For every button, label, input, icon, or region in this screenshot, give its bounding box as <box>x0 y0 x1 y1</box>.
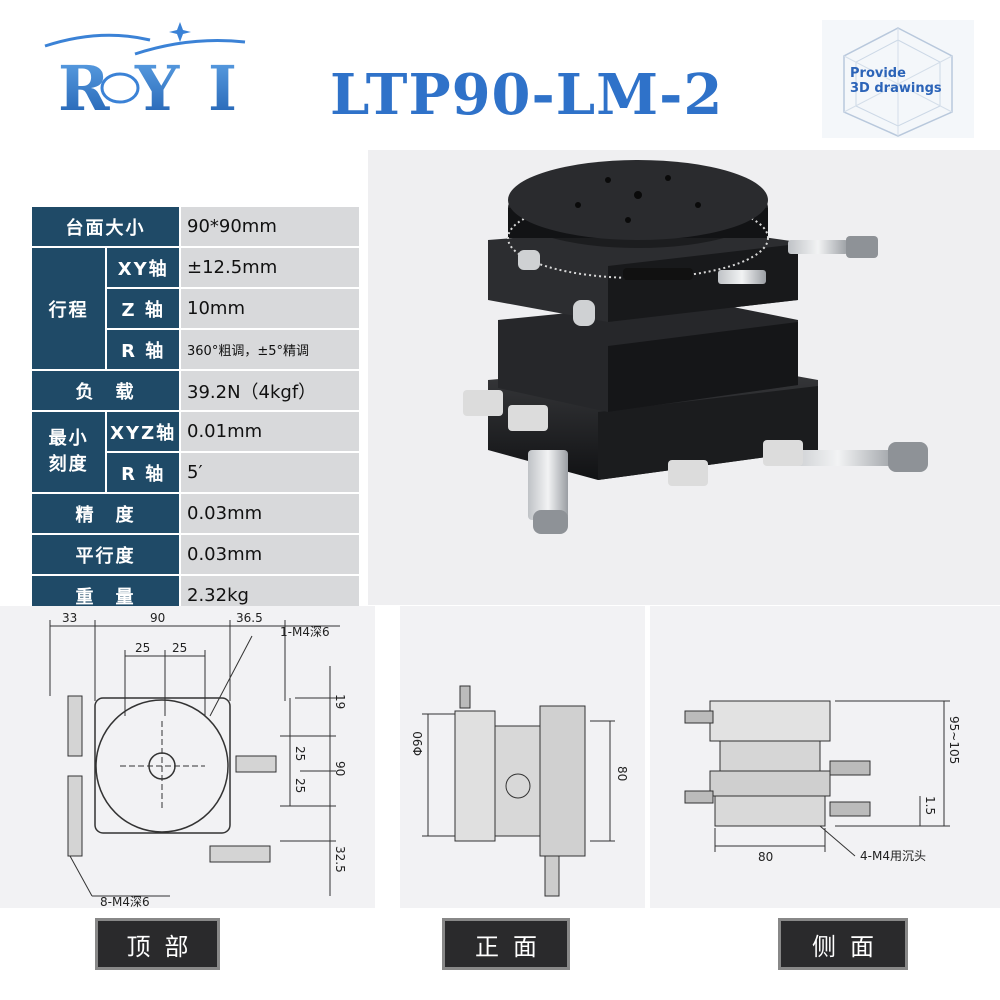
spec-sublabel: XY轴 <box>105 246 181 289</box>
spec-sublabel: R 轴 <box>105 451 181 494</box>
spec-value: 0.01mm <box>179 410 361 453</box>
provide-3d-drawings-badge[interactable]: Provide 3D drawings <box>822 20 974 138</box>
front-view-drawing: Φ90 80 <box>411 685 629 897</box>
side-view-drawing: 95~105 1.5 80 4-M4用沉头 <box>684 700 961 864</box>
logo-letter-i: I <box>208 52 237 125</box>
spec-row-xyz-scale: 最小 刻度 XYZ轴 0.01mm <box>29 410 361 494</box>
dim-25-left: 25 <box>135 641 150 655</box>
product-photo <box>368 150 1000 605</box>
spec-label: 负 载 <box>30 369 181 412</box>
dim-25-upper: 25 <box>293 746 307 761</box>
dim-25-lower: 25 <box>293 778 307 793</box>
spec-label: 精 度 <box>30 492 181 535</box>
dim-32-5: 32.5 <box>333 846 347 873</box>
dim-80-side: 80 <box>758 850 773 864</box>
top-view-drawing: 33 90 36.5 25 25 1-M4深6 19 25 25 90 32.5… <box>49 611 347 909</box>
hexagon-cube-icon <box>843 27 953 137</box>
xyzr-stage-illustration <box>463 160 928 534</box>
spec-value: ±12.5mm <box>179 246 361 289</box>
spec-row-r-scale: R 轴 5′ <box>31 451 361 494</box>
spec-value: 10mm <box>179 287 361 330</box>
spec-label: 平行度 <box>30 533 181 576</box>
ryi-logo: R Y I <box>44 22 246 125</box>
dim-80: 80 <box>615 766 629 781</box>
spec-row-parallelism: 平行度 0.03mm <box>30 533 361 576</box>
drawing-side-view: 95~105 1.5 80 4-M4用沉头 <box>650 606 1000 908</box>
dim-95-105: 95~105 <box>947 716 961 764</box>
badge-line-1: Provide <box>850 66 906 81</box>
badge-line-2: 3D drawings <box>850 81 942 96</box>
drawing-front-view: Φ90 80 <box>400 606 645 908</box>
spec-value: 0.03mm <box>179 492 361 535</box>
spec-value: 90*90mm <box>179 205 361 248</box>
spec-sublabel: Z 轴 <box>105 287 181 330</box>
spec-row-load: 负 载 39.2N（4kgf） <box>30 369 361 412</box>
dim-phi90: Φ90 <box>411 731 425 756</box>
dim-90: 90 <box>150 611 165 625</box>
caption-side-view: 侧面 <box>778 918 908 970</box>
spec-row-accuracy: 精 度 0.03mm <box>30 492 361 535</box>
dim-33: 33 <box>62 611 77 625</box>
dim-36-5: 36.5 <box>236 611 263 625</box>
spec-label: 台面大小 <box>30 205 181 248</box>
dim-25-right: 25 <box>172 641 187 655</box>
spec-sublabel: R 轴 <box>105 328 181 371</box>
hole-note-1-m4: 1-M4深6 <box>280 625 330 639</box>
model-title: LTP90-LM-2 <box>330 62 724 128</box>
hole-note-4-m4: 4-M4用沉头 <box>860 849 926 863</box>
caption-top-view: 顶部 <box>95 918 220 970</box>
logo-letter-y: Y <box>134 52 180 125</box>
spec-label-line: 最小 <box>48 428 89 449</box>
spec-row-xy-travel: 行程 XY轴 ±12.5mm <box>29 246 361 371</box>
spec-label-min-scale: 最小 刻度 <box>29 410 108 494</box>
spec-value: 0.03mm <box>179 533 361 576</box>
spec-row-r-travel: R 轴 360°粗调，±5°精调 <box>31 328 361 371</box>
spec-row-table-size: 台面大小 90*90mm <box>30 205 361 248</box>
spec-label-travel: 行程 <box>29 246 108 371</box>
drawing-top-view: 33 90 36.5 25 25 1-M4深6 19 25 25 90 32.5… <box>0 606 375 909</box>
hole-note-8-m4: 8-M4深6 <box>100 895 150 908</box>
spec-table: 台面大小 90*90mm 行程 XY轴 ±12.5mm Z 轴 10mm R 轴… <box>29 205 361 617</box>
dim-19: 19 <box>333 694 347 709</box>
spec-value: 39.2N（4kgf） <box>179 369 361 412</box>
spec-row-z-travel: Z 轴 10mm <box>31 287 361 330</box>
caption-front-view: 正面 <box>442 918 570 970</box>
spec-sublabel: XYZ轴 <box>105 410 181 453</box>
dim-90-vertical: 90 <box>333 761 347 776</box>
spec-value: 5′ <box>179 451 361 494</box>
dim-1-5: 1.5 <box>923 796 937 815</box>
spec-value: 360°粗调，±5°精调 <box>179 328 361 371</box>
spec-label-line: 刻度 <box>48 454 89 475</box>
